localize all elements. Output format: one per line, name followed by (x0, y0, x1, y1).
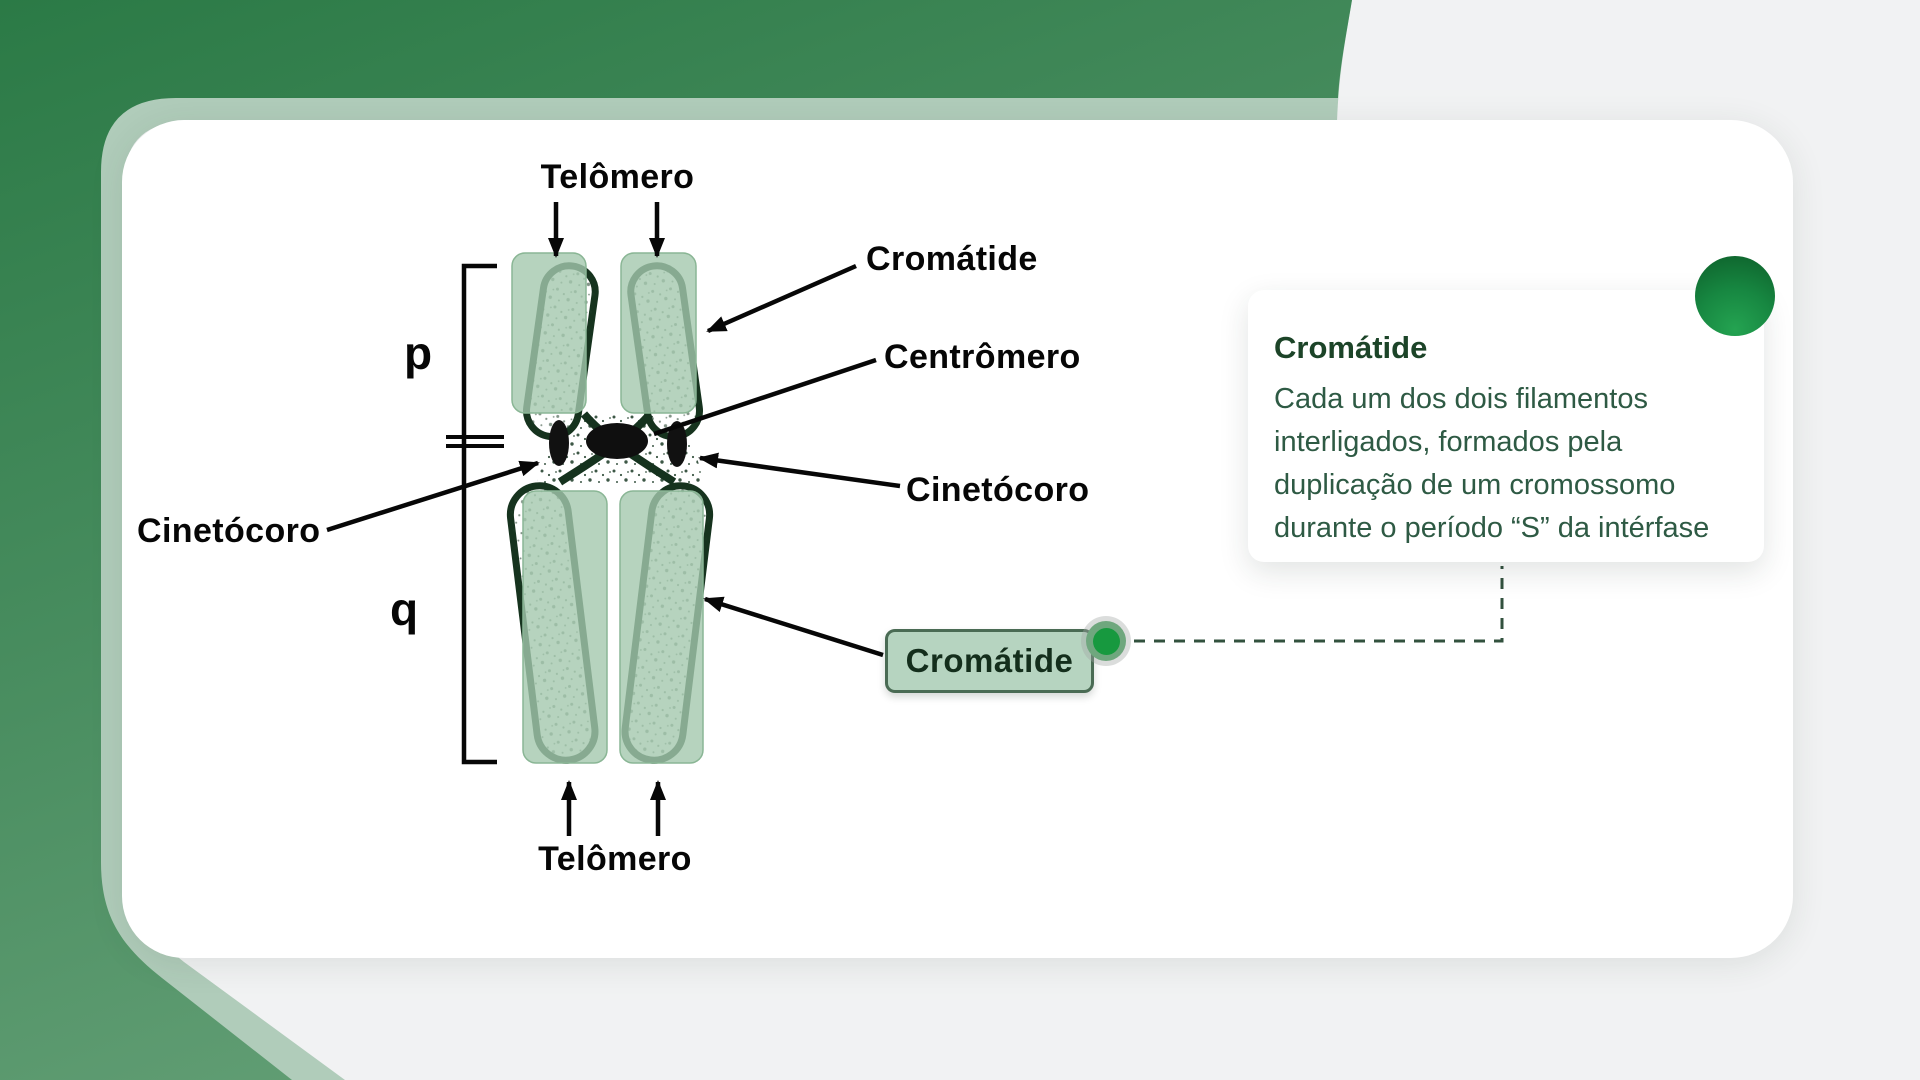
chromatid-hotspot-dot[interactable] (1081, 616, 1131, 666)
tooltip-accent-dot[interactable] (1695, 256, 1775, 336)
q-arm-label: q (390, 583, 419, 635)
telomere-top-label: Telômero (540, 158, 695, 196)
tooltip-text-line: Cada um dos dois filamentos (1274, 383, 1648, 415)
tooltip-text-line: duplicação de um cromossomo (1274, 469, 1676, 501)
chromatid-label: Cromátide (866, 240, 1038, 278)
hotspot-core (1092, 627, 1120, 655)
telomere-bottom-label: Telômero (538, 840, 692, 878)
tooltip-text-line: durante o período “S” da intérfase (1274, 512, 1710, 544)
hotspot-ring (1086, 621, 1126, 661)
tooltip-title: Cromátide (1274, 330, 1428, 365)
p-arm-label: p (404, 327, 433, 379)
chromatid-chip[interactable]: Cromátide (885, 629, 1094, 693)
kinetochore-left-label: Cinetócoro (137, 512, 321, 550)
tooltip-text-line: interligados, formados pela (1274, 426, 1623, 458)
chromatid-chip-label: Cromátide (905, 642, 1074, 679)
definition-tooltip: Cromátide Cada um dos dois filamentos in… (1248, 290, 1764, 562)
green-main-shape (0, 0, 1352, 1080)
centromere-label: Centrômero (884, 338, 1081, 376)
kinetochore-right-label: Cinetócoro (906, 471, 1090, 509)
